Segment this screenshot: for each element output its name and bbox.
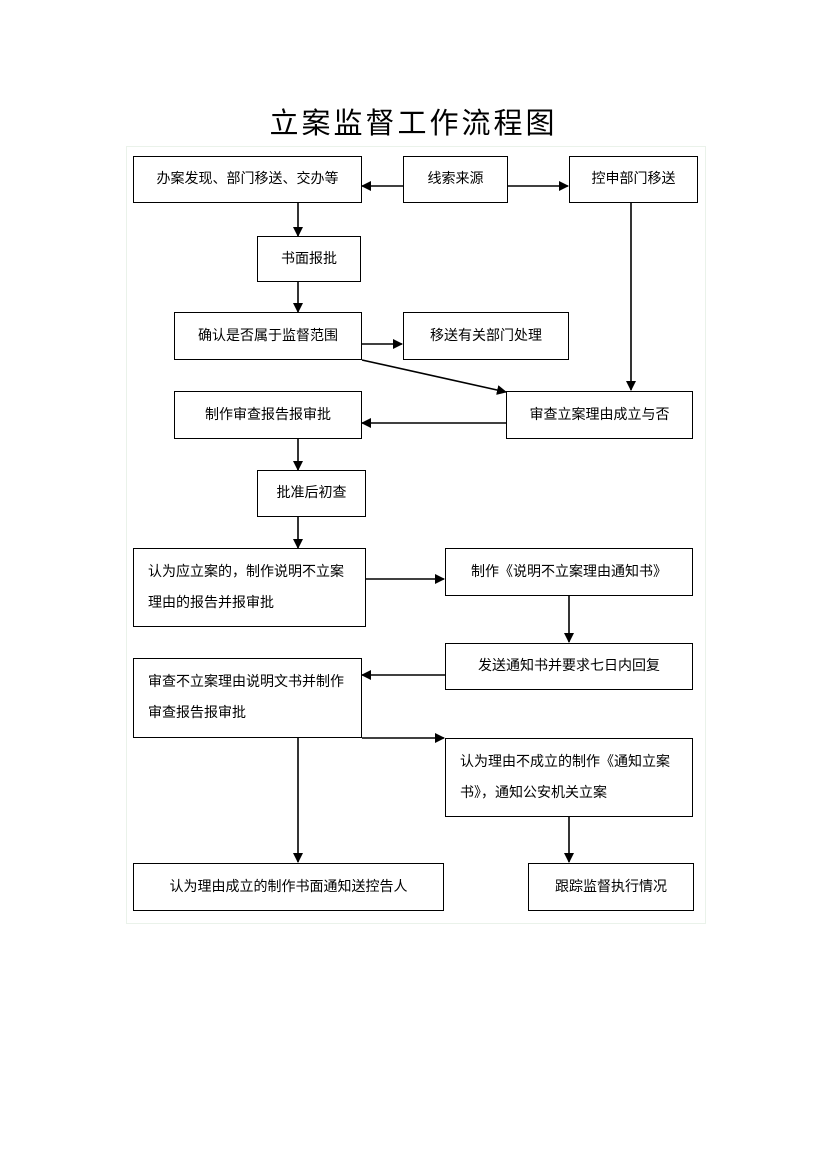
node-make-notice: 制作《说明不立案理由通知书》 <box>445 548 693 596</box>
node-initial-check: 批准后初查 <box>257 470 366 517</box>
node-written-approval: 书面报批 <box>257 236 361 282</box>
node-make-report: 制作审查报告报审批 <box>174 391 362 439</box>
node-review-reason: 审查立案理由成立与否 <box>506 391 693 439</box>
node-reason-valid: 认为理由成立的制作书面通知送控告人 <box>133 863 444 911</box>
page-title: 立案监督工作流程图 <box>269 106 558 140</box>
node-source: 线索来源 <box>403 156 508 203</box>
node-track: 跟踪监督执行情况 <box>528 863 694 911</box>
node-send-notice: 发送通知书并要求七日内回复 <box>445 643 693 690</box>
node-complaint-dept: 控申部门移送 <box>569 156 698 203</box>
arrow-confirm-to-review <box>361 359 507 395</box>
node-reason-invalid: 认为理由不成立的制作《通知立案书》，通知公安机关立案 <box>445 738 693 817</box>
diagram-frame <box>126 146 706 924</box>
node-confirm-scope: 确认是否属于监督范围 <box>174 312 362 360</box>
node-discover: 办案发现、部门移送、交办等 <box>133 156 362 203</box>
node-transfer-dept: 移送有关部门处理 <box>403 312 569 360</box>
node-review-explanation: 审查不立案理由说明文书并制作审查报告报审批 <box>133 658 362 738</box>
node-should-file: 认为应立案的，制作说明不立案理由的报告并报审批 <box>133 548 366 627</box>
